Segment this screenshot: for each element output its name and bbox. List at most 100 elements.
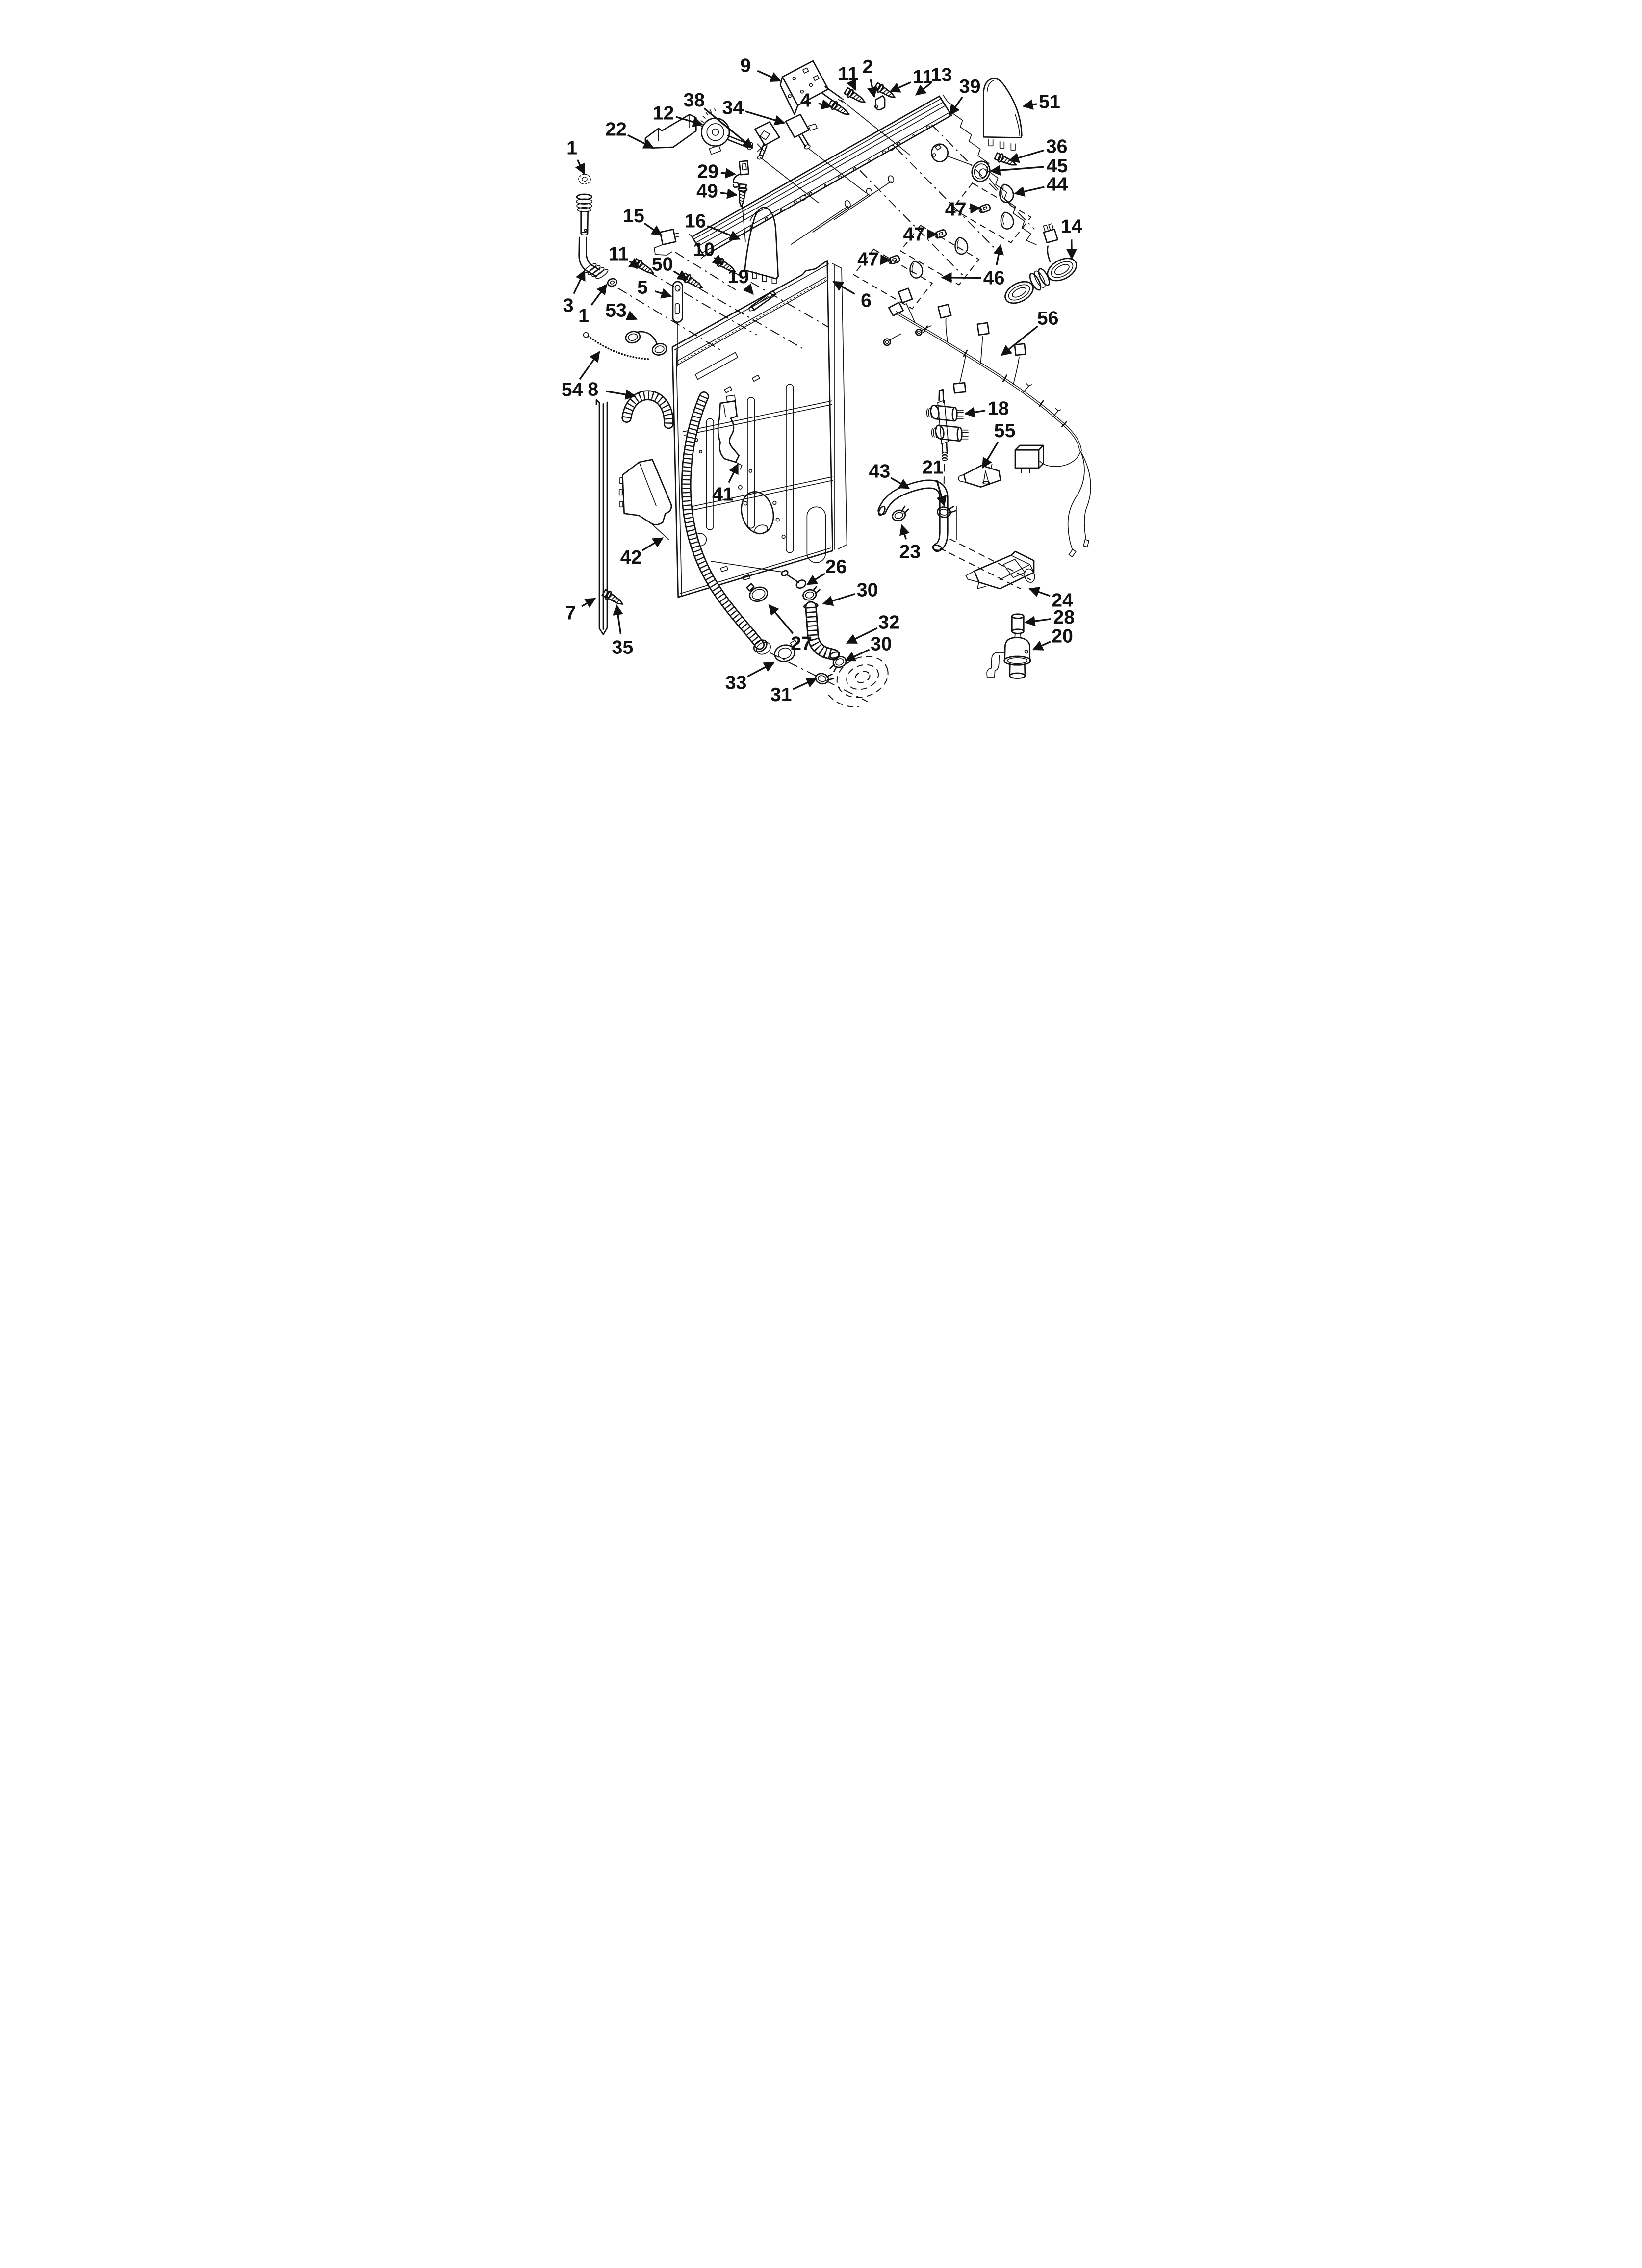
part-label-30: 30 — [871, 633, 892, 655]
part-label-23: 23 — [899, 541, 921, 563]
drain-hose-arch — [621, 390, 674, 429]
part-label-47: 47 — [857, 249, 879, 270]
part-label-54: 54 — [562, 379, 583, 401]
mounting-plate-19 — [748, 290, 777, 312]
part-label-38: 38 — [683, 89, 705, 111]
callout-arrow — [573, 269, 586, 294]
callout-arrow — [1024, 616, 1052, 626]
part-label-45: 45 — [1046, 155, 1068, 177]
part-label-46: 46 — [983, 267, 1005, 289]
callout-arrow — [899, 524, 910, 540]
callout-arrow — [606, 389, 636, 400]
callout-arrow — [889, 81, 911, 93]
drain-pump-20 — [986, 637, 1031, 679]
pump-bracket-24 — [965, 550, 1035, 590]
inlet-air-gap — [576, 193, 617, 287]
part-label-20: 20 — [1052, 626, 1073, 647]
callout-arrow — [915, 82, 932, 96]
part-label-14: 14 — [1060, 216, 1082, 237]
callout-arrow — [993, 244, 1004, 265]
part-label-28: 28 — [1053, 606, 1075, 628]
part-label-50: 50 — [652, 254, 673, 275]
callout-arrow — [936, 479, 947, 507]
callout-arrow — [590, 284, 608, 306]
callout-arrow — [728, 463, 739, 483]
callout-arrow — [720, 168, 736, 179]
part-label-31: 31 — [770, 684, 792, 705]
callout-arrow — [867, 79, 878, 98]
exploded-parts-diagram: 1315354822123834941121113395136454415294… — [562, 54, 1091, 707]
callout-arrow — [1028, 587, 1051, 597]
part-label-15: 15 — [623, 205, 644, 227]
part-label-1: 1 — [578, 305, 589, 326]
end-cap-left — [742, 204, 779, 284]
part-label-51: 51 — [1039, 91, 1060, 112]
callout-arrow — [675, 116, 704, 127]
callout-arrow — [627, 134, 654, 149]
callout-arrow — [768, 604, 794, 634]
callout-arrow — [720, 188, 738, 199]
pump-hose-43 — [877, 479, 1031, 590]
hose-clip-53 — [625, 331, 667, 356]
callout-arrow — [846, 627, 878, 644]
dial-bezel — [931, 143, 999, 190]
callout-arrow — [581, 598, 596, 608]
part-label-30: 30 — [857, 579, 878, 601]
callout-arrow — [1032, 641, 1051, 651]
part-label-16: 16 — [685, 210, 706, 232]
part-label-21: 21 — [922, 457, 944, 478]
part-label-13: 13 — [930, 64, 952, 86]
part-label-39: 39 — [959, 76, 981, 97]
callout-arrow — [641, 537, 664, 551]
part-label-11: 11 — [609, 243, 629, 264]
part-label-3: 3 — [563, 295, 574, 316]
callout-arrow — [1001, 325, 1038, 356]
part-label-56: 56 — [1037, 307, 1059, 329]
callout-arrow — [743, 283, 754, 295]
callout-arrow — [575, 159, 585, 175]
end-cap-right — [983, 78, 1023, 151]
part-label-41: 41 — [712, 483, 734, 505]
part-label-55: 55 — [994, 420, 1016, 442]
strap-5 — [672, 281, 683, 367]
part-label-22: 22 — [605, 118, 627, 140]
console-rear-liner — [942, 94, 1037, 245]
part-label-43: 43 — [869, 461, 890, 482]
callout-arrow — [712, 254, 724, 265]
part-label-19: 19 — [727, 266, 749, 287]
part-label-33: 33 — [725, 672, 747, 693]
shield-42 — [618, 459, 672, 540]
explode-lines — [617, 252, 829, 351]
callout-arrow — [822, 593, 855, 606]
wire-harness-56 — [883, 287, 1091, 557]
callout-arrow — [964, 407, 986, 417]
part-label-10: 10 — [693, 238, 715, 260]
callout-arrow — [832, 281, 855, 295]
part-label-1: 1 — [566, 137, 577, 159]
drain-hose-long — [681, 391, 768, 652]
callout-arrow — [654, 288, 672, 299]
callout-arrow — [847, 78, 856, 91]
part-label-36: 36 — [1046, 136, 1068, 157]
callout-arrow — [1008, 149, 1045, 163]
callout-arrow — [757, 70, 781, 82]
part-label-42: 42 — [620, 547, 642, 568]
rear-panel — [671, 260, 847, 598]
part-label-27: 27 — [791, 633, 812, 654]
part-label-9: 9 — [740, 54, 751, 76]
selector-switch — [785, 113, 867, 194]
part-label-49: 49 — [696, 180, 718, 202]
temp-switch — [754, 121, 819, 204]
part-label-2: 2 — [862, 56, 873, 78]
callout-arrow — [613, 604, 623, 635]
clip-2 — [874, 95, 886, 111]
part-label-24: 24 — [1052, 589, 1073, 611]
part-label-29: 29 — [697, 160, 718, 182]
part-label-26: 26 — [825, 556, 847, 577]
part-label-18: 18 — [987, 398, 1009, 419]
support-41 — [717, 394, 743, 470]
part-label-11: 11 — [838, 63, 859, 85]
part-label-12: 12 — [653, 103, 674, 124]
